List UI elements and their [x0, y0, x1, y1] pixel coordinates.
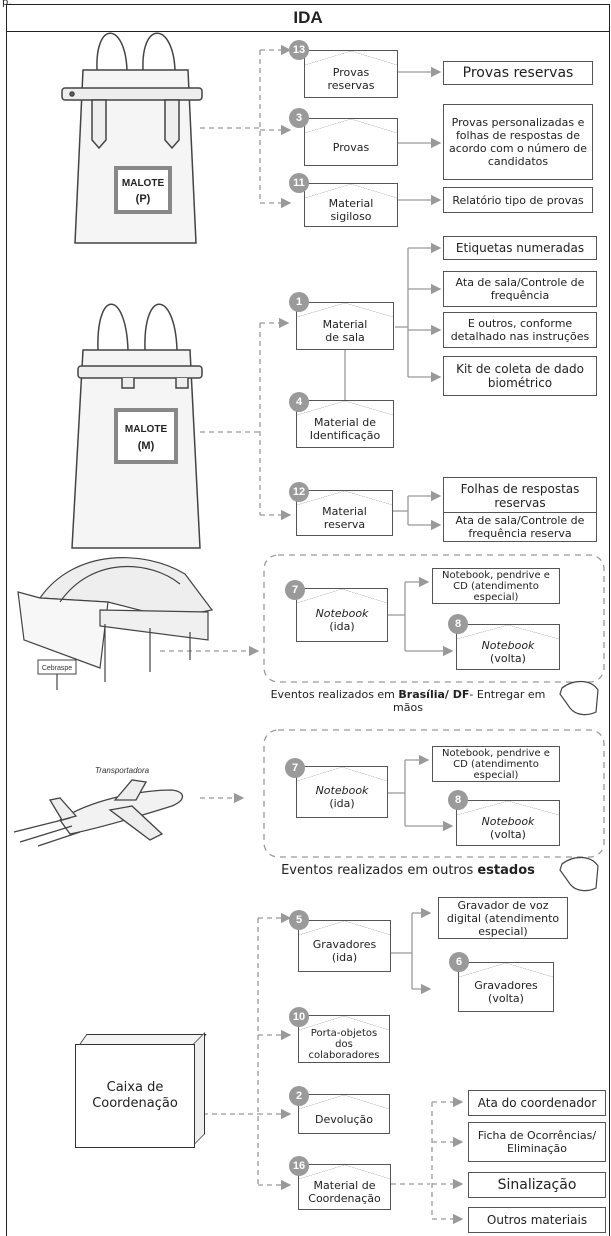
caption-brasilia: Eventos realizados em Brasília/ DF- Entr… — [270, 688, 546, 714]
badge-4: 4 — [289, 392, 309, 412]
hand-icon — [559, 680, 599, 892]
malote-m-bag-icon — [71, 303, 203, 549]
box-ficha-ocorrencias: Ficha de Ocorrências/ Eliminação — [468, 1122, 606, 1162]
svg-text:(P): (P) — [136, 193, 151, 205]
badge-7-estados: 7 — [285, 758, 305, 778]
airplane-icon — [13, 779, 184, 847]
malote-m-label: MALOTE — [125, 424, 168, 435]
badge-7-brasilia: 7 — [285, 580, 305, 600]
envelope-8-brasilia: Notebook(volta) — [456, 624, 560, 670]
envelope-7-estados: Notebook(ida) — [296, 766, 388, 818]
envelope-3: Provas — [304, 118, 398, 166]
box-kit-biometrico: Kit de coleta de dado biométrico — [443, 356, 597, 396]
box-ata-sala: Ata de sala/Controle de frequência — [443, 271, 597, 307]
badge-2: 2 — [289, 1086, 309, 1106]
caption-outros-estados: Eventos realizados em outros estados — [281, 863, 535, 878]
envelope-5: Gravadores(ida) — [298, 920, 391, 972]
badge-16: 16 — [289, 1156, 309, 1176]
badge-11: 11 — [289, 173, 309, 193]
badge-13: 13 — [289, 40, 309, 60]
envelope-2: Devolução — [298, 1094, 390, 1134]
box-ata-sala-reserva: Ata de sala/Controle de frequência reser… — [443, 512, 597, 542]
diagram-frame — [6, 30, 610, 1236]
box-etiquetas: Etiquetas numeradas — [443, 236, 597, 260]
box-ata-coordenador: Ata do coordenador — [468, 1090, 606, 1116]
badge-5: 5 — [289, 910, 309, 930]
malote-p-label: MALOTE — [122, 178, 165, 189]
box-notebook-pendrive-brasilia: Notebook, pendrive e CD (atendimento esp… — [432, 568, 560, 604]
page-title: IDA — [6, 4, 610, 32]
box-provas-personalizadas: Provas personalizadas e folhas de respos… — [443, 104, 593, 180]
box-outros-materiais: Outros materiais — [468, 1207, 606, 1233]
malote-p-bag-icon — [61, 32, 203, 244]
box-outros-conforme: E outros, conforme detalhado nas instruç… — [443, 312, 597, 348]
cebraspe-sign: Cebraspe — [42, 665, 72, 672]
svg-text:(M): (M) — [138, 440, 155, 452]
badge-1: 1 — [289, 292, 309, 312]
box-notebook-pendrive-estados: Notebook, pendrive e CD (atendimento esp… — [432, 746, 560, 782]
badge-10: 10 — [289, 1007, 309, 1027]
envelope-7-brasilia: Notebook(ida) — [296, 588, 388, 642]
box-provas-reservas: Provas reservas — [443, 61, 593, 85]
envelope-8-estados: Notebook(volta) — [456, 800, 560, 846]
badge-8-estados: 8 — [448, 790, 468, 810]
box-relatorio: Relatório tipo de provas — [443, 187, 593, 213]
box-gravador-voz: Gravador de voz digital (atendimento esp… — [438, 897, 568, 939]
badge-6: 6 — [449, 952, 469, 972]
warehouse-icon — [17, 557, 214, 682]
badge-8-brasilia: 8 — [448, 614, 468, 634]
transportadora-label: Transportadora — [95, 766, 150, 775]
box-sinalizacao: Sinalização — [468, 1172, 606, 1198]
box-folhas-reserva: Folhas de respostas reservas — [443, 477, 597, 515]
badge-3: 3 — [289, 108, 309, 128]
badge-12: 12 — [289, 482, 309, 502]
envelope-6: Gravadores(volta) — [458, 962, 554, 1012]
